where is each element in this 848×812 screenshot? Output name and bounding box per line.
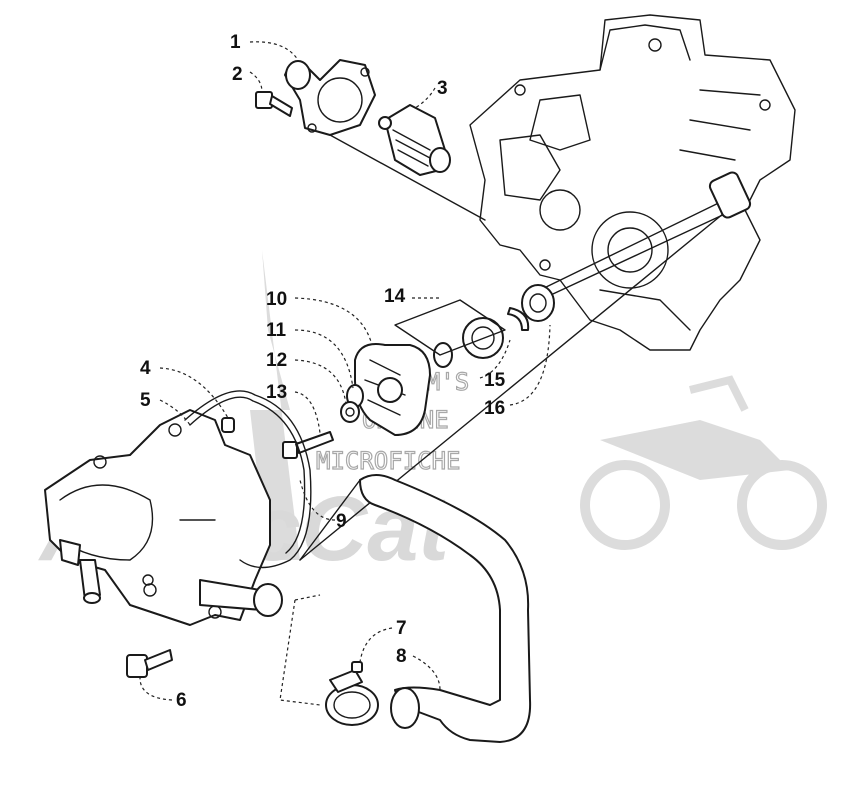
bolt-6: [126, 649, 173, 678]
seal-ring: [433, 342, 453, 368]
thermostat-housing: [284, 59, 486, 221]
bearing-16: [521, 284, 555, 322]
pump-gasket: [184, 390, 312, 569]
callout-4: 4: [140, 358, 151, 379]
callout-15: 15: [484, 370, 506, 391]
bolt-2: [255, 91, 293, 117]
callout-14: 14: [384, 286, 406, 307]
callout-5: 5: [140, 390, 151, 411]
callout-7: 7: [396, 618, 407, 639]
washer-12: [340, 401, 360, 423]
bracket-14: [394, 299, 506, 356]
callout-11: 11: [266, 320, 287, 341]
callout-1: 1: [230, 32, 241, 53]
circlip: [507, 307, 530, 331]
watermark-motorcycle: [580, 375, 827, 550]
thermostat: [378, 104, 451, 176]
callout-9: 9: [336, 511, 347, 532]
callout-16: 16: [484, 398, 505, 419]
engine-case: [469, 14, 796, 351]
callout-10: 10: [266, 289, 287, 310]
callout-6: 6: [176, 690, 187, 711]
dowel-pin-4: [221, 417, 235, 433]
callout-3: 3: [437, 78, 448, 99]
callout-leaders: [139, 41, 551, 706]
hose-clamp: [325, 661, 379, 726]
watermark-line-3: MICROFICHE: [316, 447, 461, 475]
pump-cover: [44, 409, 283, 626]
callout-2: 2: [232, 64, 243, 85]
callout-12: 12: [266, 350, 287, 371]
impeller: [354, 343, 431, 436]
callout-13: 13: [266, 382, 287, 403]
callout-8: 8: [396, 646, 407, 667]
callout-labels: 1 2 3 4 5 6 7 8 9 10 11 12 13 14 15 16: [140, 32, 506, 711]
coolant-hose: [299, 474, 532, 743]
